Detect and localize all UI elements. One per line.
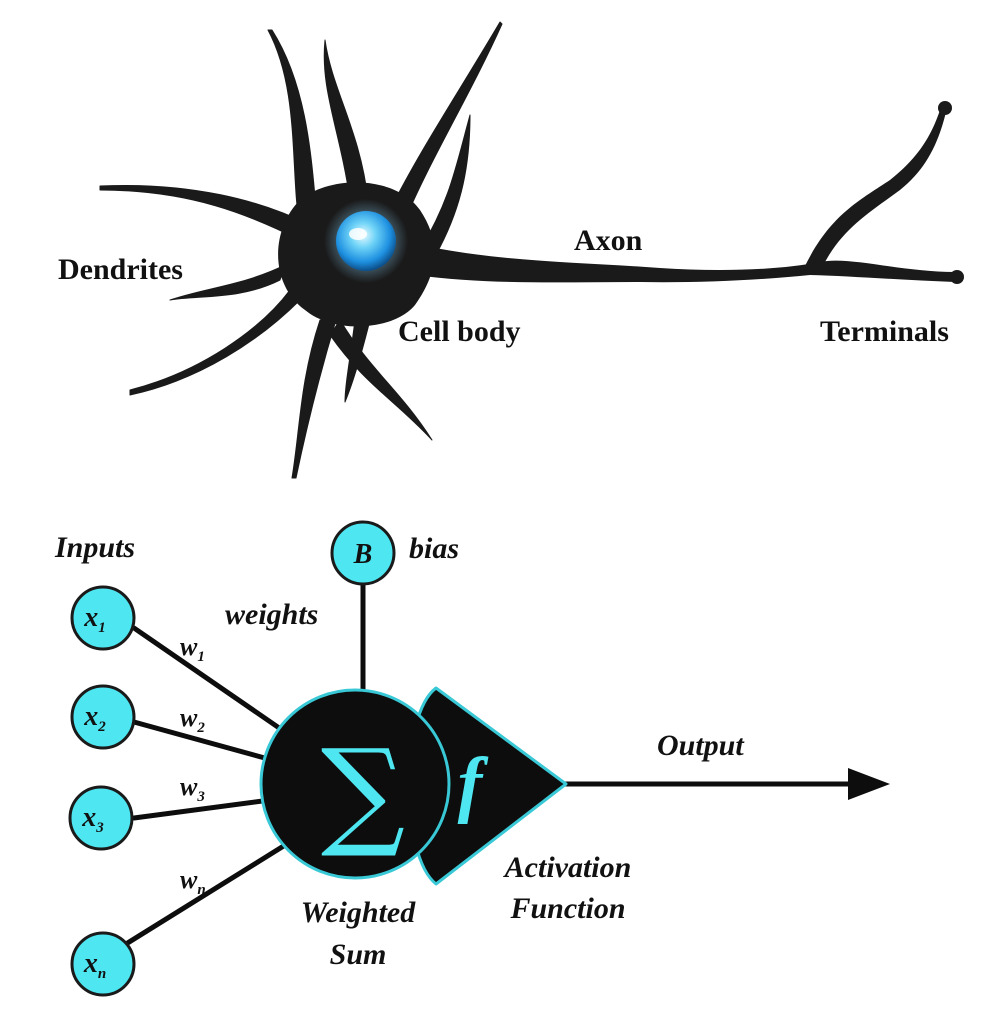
input-node-x2-label: x2 (83, 701, 106, 735)
axon-label: Axon (574, 224, 643, 257)
input-node-xn (70, 931, 136, 997)
terminal-knob-top (938, 101, 952, 115)
axon-shape (415, 245, 955, 283)
weight-labels: w1 w2 w3 wn (180, 632, 206, 898)
inputs-title: Inputs (54, 531, 135, 564)
weighted-sum-node (259, 688, 451, 880)
connections (123, 577, 853, 947)
input-node-x1-label: x1 (83, 602, 106, 636)
input-node-x3-label: x3 (81, 802, 104, 836)
output-label: Output (657, 729, 745, 762)
bias-node (330, 520, 396, 586)
dendrites-shape (99, 21, 503, 479)
weight-w2: w2 (180, 703, 205, 736)
edge-x3 (131, 797, 273, 821)
activation-caption-line1: Activation (503, 851, 632, 884)
edge-xn (123, 839, 293, 947)
weight-w3: w3 (180, 772, 205, 805)
terminals-label: Terminals (820, 315, 949, 348)
terminal-knob-right (950, 270, 964, 284)
cell-body-label: Cell body (398, 315, 521, 348)
input-node-x2 (70, 684, 136, 750)
weight-w1: w1 (180, 632, 205, 665)
sum-symbol: ∑ (321, 723, 405, 861)
nucleus (336, 211, 396, 271)
input-node-x1 (70, 585, 136, 651)
output-arrowhead (848, 768, 890, 800)
activation-caption-line2: Function (509, 892, 625, 925)
input-node-xn-label: xn (83, 948, 106, 982)
weight-wn: wn (180, 865, 206, 898)
bias-label: bias (409, 532, 459, 565)
biological-neuron: Dendrites Cell body Axon Terminals (58, 21, 964, 479)
nucleus-highlight (349, 228, 367, 240)
terminal-branch-shape (805, 110, 946, 268)
input-nodes: x1 x2 x3 xn (68, 585, 136, 997)
weighted-sum-caption-line2: Sum (330, 938, 387, 971)
bias-node-letter: B (353, 539, 373, 570)
artificial-neuron: ∑ f B bias x1 x2 x3 xn w1 w2 w3 wn Input… (54, 520, 890, 997)
edge-x2 (131, 719, 275, 763)
weights-title: weights (225, 598, 318, 631)
edge-x1 (131, 625, 288, 735)
input-node-x3 (68, 785, 134, 851)
weighted-sum-caption-line1: Weighted (301, 896, 416, 929)
dendrites-label: Dendrites (58, 253, 183, 286)
